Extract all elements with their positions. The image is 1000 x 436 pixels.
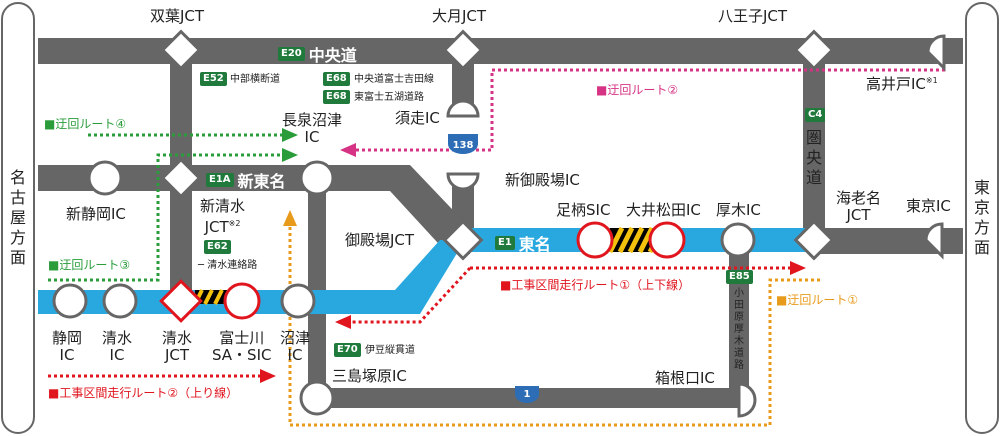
chuo-name: 中央道 [308, 46, 357, 65]
takaido-ic-text: 高井戸IC [866, 75, 926, 93]
c4-badge: C4 [805, 108, 826, 122]
detour4-label: ■迂回ルート④ [44, 117, 127, 131]
futaba-jct-label: 双葉JCT [150, 7, 205, 25]
chuo-label: E20 中央道 [278, 42, 357, 66]
hachioji-jct-node [793, 29, 835, 71]
detour3-line [48, 153, 282, 282]
hakoneguchi-ic-label: 箱根口IC [655, 369, 715, 387]
work1-label: ■工事区間走行ルート①（上下線） [500, 278, 691, 292]
shintomei-code-badge: E1A [206, 173, 234, 187]
tomei-code-badge: E1 [495, 236, 515, 250]
shimizu-ic-label: 清水 IC [102, 329, 133, 364]
ashigara-sic-node [576, 221, 614, 259]
detour3-label: ■迂回ルート③ [48, 258, 131, 272]
detour2-line [345, 68, 945, 152]
shinshizuoka-ic-label: 新静岡IC [66, 205, 126, 223]
detour2-label: ■迂回ルート② [596, 83, 679, 97]
shimizu-jct-label: 清水 JCT [162, 329, 193, 364]
subashiri-ic-label: 須走IC [395, 109, 440, 127]
tomei-name: 東名 [518, 235, 551, 254]
izu-jukan-label: 伊豆縦貫道 [365, 345, 415, 356]
nagaizumi-ic-node [299, 160, 335, 196]
shimizu-renraku-text: 清水連絡路 [207, 260, 258, 271]
hachioji-jct-label: 八王子JCT [718, 7, 788, 25]
route138-number: 138 [452, 140, 474, 151]
otsuki-jct-node [442, 29, 484, 71]
e68b-badge: E68 [323, 90, 350, 104]
ken-o-road [803, 50, 825, 240]
e68a-badge: E68 [323, 72, 350, 86]
takaido-note: ※1 [925, 76, 938, 85]
e85-badge: E85 [726, 270, 753, 284]
oimatsuda-ic-node [648, 221, 686, 259]
shizuoka-ic-node [52, 283, 88, 319]
higashi-fujigoko-label: 東富士五湖道路 [354, 92, 424, 103]
left-direction-label: 名古屋方面 [9, 168, 26, 267]
e62-badge: E62 [204, 240, 231, 254]
route1-number: 1 [523, 389, 531, 400]
tokyo-ic-node [924, 222, 944, 260]
shintomei-gotemba-link [390, 165, 470, 254]
ebina-jct-node [793, 219, 835, 261]
chuo-code-badge: E20 [278, 47, 305, 61]
right-direction-label: 東京方面 [973, 178, 990, 257]
detour1-line [288, 225, 820, 427]
shizuoka-ic-label: 静岡 IC [52, 329, 83, 364]
atsugi-ic-node [720, 222, 756, 258]
odawara-atsugi-label: 小田原厚木道路 [734, 288, 744, 371]
shinshizuoka-ic-node [87, 160, 123, 196]
ashigara-sic-label: 足柄SIC [556, 201, 611, 219]
tokyo-ic-label: 東京IC [906, 197, 951, 215]
otsuki-jct-label: 大月JCT [432, 7, 487, 25]
tomei-label: E1 東名 [495, 231, 551, 255]
fujikawa-sa-label: 富士川 SA・SIC [212, 329, 272, 364]
nagaizumi-ic-label: 長泉沼津 IC [282, 111, 343, 146]
shinshimizu-jct-label: 新清水 JCT※2 [200, 198, 245, 236]
shimizu-ic-node [102, 283, 138, 319]
izu-road [308, 178, 326, 398]
route1-shield [515, 386, 539, 403]
gotemba-jct-label: 御殿場JCT [345, 231, 415, 249]
work1-line-west [350, 266, 472, 324]
oimatsuda-ic-label: 大井松田IC [626, 201, 701, 219]
takaido-ic-node [926, 34, 946, 72]
mishima-ic-node [299, 380, 335, 416]
tomei-gotemba-curve [395, 240, 465, 314]
shintomei-name: 新東名 [237, 172, 286, 191]
shimizu-jct-node [159, 279, 203, 323]
left-side-bar [1, 2, 35, 434]
route138-shield [448, 134, 478, 154]
ken-o-label: 圏央道 [805, 128, 822, 187]
takaido-ic-label: 高井戸IC※1 [866, 72, 938, 93]
detour1-label: ■迂回ルート① [776, 293, 859, 307]
shinshimizu-jct-text: 新清水 JCT [200, 197, 246, 236]
subashiri-ic-top [446, 99, 480, 118]
numazu-ic-label: 沼津 IC [280, 329, 311, 364]
fujikawa-sa-node [223, 282, 261, 320]
right-side-bar [965, 2, 999, 434]
work2-label: ■工事区間走行ルート②（上り線） [48, 386, 239, 400]
chuo-fujiyoshida-label: 中央道富士吉田線 [354, 74, 434, 85]
e70-badge: E70 [334, 343, 361, 357]
subashiri-ic-bottom [446, 172, 480, 191]
numazu-ic-node [280, 283, 316, 319]
hakoneguchi-ic-node [737, 382, 757, 418]
e52-badge: E52 [200, 72, 227, 86]
gotemba-jct-node [442, 219, 484, 261]
futaba-jct-node [160, 29, 202, 71]
chubu-odan-label: 中部横断道 [230, 74, 280, 85]
shinshimizu-note: ※2 [228, 219, 241, 228]
ebina-jct-label: 海老名 JCT [836, 189, 882, 224]
shintomei-label: E1A 新東名 [206, 168, 286, 192]
shinshimizu-jct-node [160, 157, 202, 199]
shingotemba-ic-label: 新御殿場IC [505, 171, 580, 189]
construction-section-east [607, 226, 659, 254]
shimizu-renraku-label: ─ 清水連絡路 [198, 260, 258, 271]
mishima-ic-label: 三島塚原IC [332, 367, 407, 385]
atsugi-ic-label: 厚木IC [716, 201, 761, 219]
